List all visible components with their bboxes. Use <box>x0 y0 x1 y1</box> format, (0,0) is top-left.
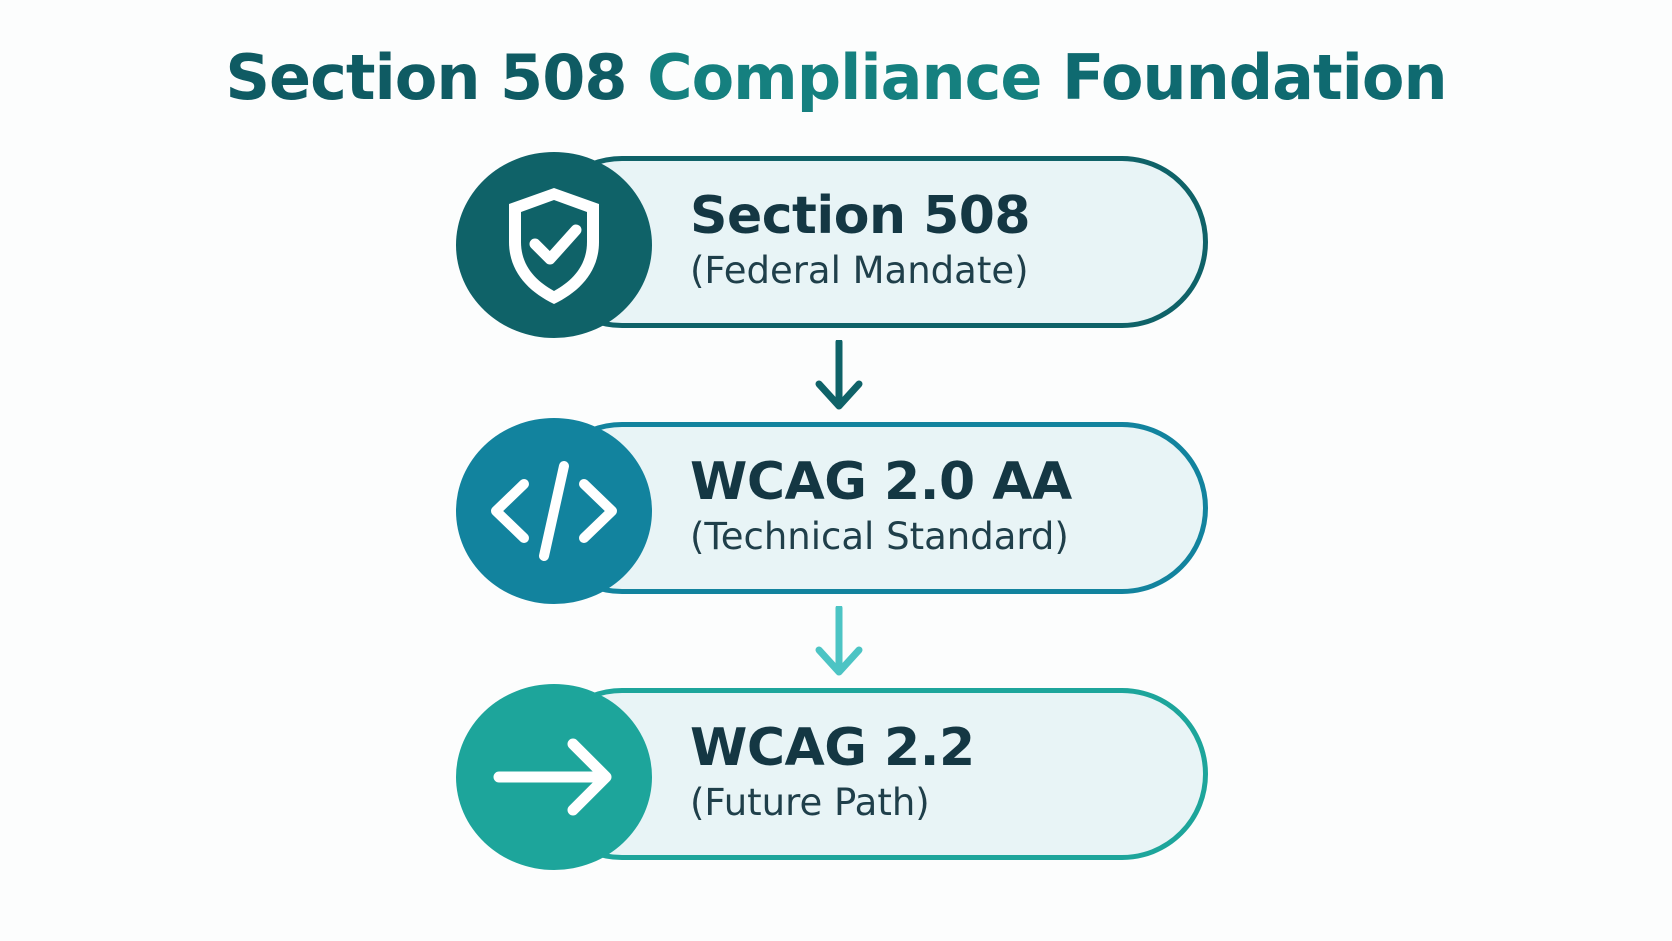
step-wcag-22: WCAG 2.2 (Future Path) <box>456 684 1216 870</box>
step-wcag-20-aa: WCAG 2.0 AA (Technical Standard) <box>456 418 1216 604</box>
code-icon <box>491 461 617 561</box>
arrow-right-icon <box>493 738 612 816</box>
title-part-section: Section 508 <box>225 41 627 114</box>
step-title: WCAG 2.2 <box>690 718 975 778</box>
step-section-508: Section 508 (Federal Mandate) <box>456 152 1216 338</box>
title-part-compliance: Compliance <box>647 41 1042 114</box>
title-part-foundation: Foundation <box>1062 41 1448 114</box>
down-arrow-icon <box>815 606 863 676</box>
down-arrow-icon <box>815 340 863 410</box>
step-label: WCAG 2.2 (Future Path) <box>690 718 975 828</box>
shield-check-icon <box>509 188 599 304</box>
step-subtitle: (Federal Mandate) <box>690 249 1029 292</box>
step-icon-circle <box>456 418 652 604</box>
step-icon-circle <box>456 152 652 338</box>
step-label: Section 508 (Federal Mandate) <box>690 186 1031 296</box>
step-icon-circle <box>456 684 652 870</box>
step-title: WCAG 2.0 AA <box>690 452 1072 512</box>
page-title: Section 508 Compliance Foundation <box>0 38 1672 118</box>
step-label: WCAG 2.0 AA (Technical Standard) <box>690 452 1072 562</box>
step-subtitle: (Technical Standard) <box>690 515 1069 558</box>
step-subtitle: (Future Path) <box>690 781 930 824</box>
step-title: Section 508 <box>690 186 1031 246</box>
